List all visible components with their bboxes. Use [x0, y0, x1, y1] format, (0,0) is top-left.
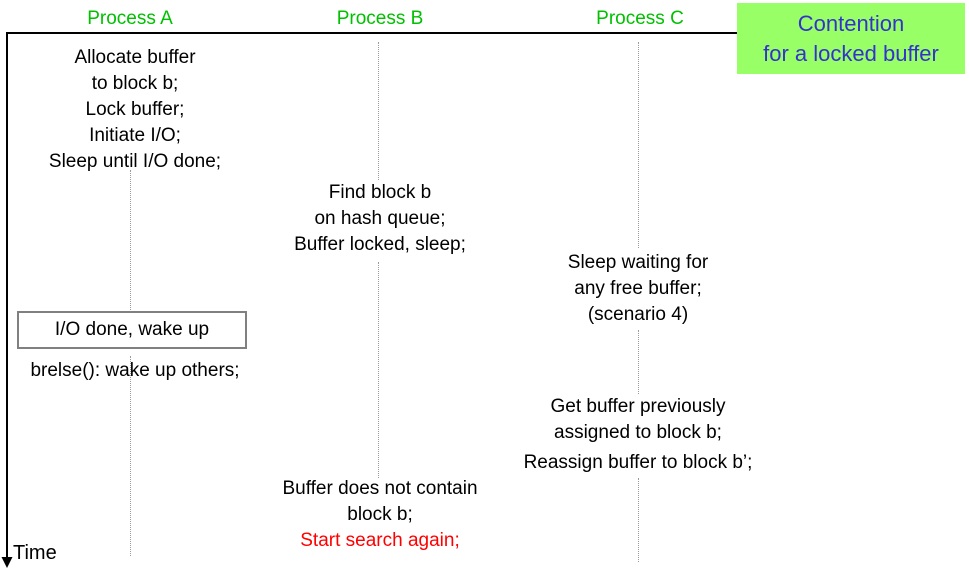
- time-axis-label: Time: [13, 542, 57, 564]
- block-process-c-reassign: Reassign buffer to block b’;: [513, 450, 763, 476]
- lifeline-process-b-segment-2: [378, 262, 379, 478]
- text-line: Lock buffer;: [85, 99, 185, 120]
- diagram-top-border: [6, 32, 737, 34]
- lifeline-process-c-segment-3: [638, 478, 639, 562]
- text-line: Get buffer previously: [550, 396, 726, 417]
- lifeline-process-c-segment-2: [638, 330, 639, 394]
- block-process-a-brelse: brelse(): wake up others;: [10, 358, 260, 384]
- time-axis-line: [6, 32, 8, 560]
- block-process-b-recheck: Buffer does not contain block b; Start s…: [255, 476, 505, 554]
- down-arrow-icon: [1, 557, 13, 568]
- block-process-a-allocate: Allocate buffer to block b; Lock buffer;…: [10, 45, 260, 175]
- text-line: Find block b: [328, 182, 432, 203]
- text-line: (scenario 4): [587, 304, 689, 325]
- lifeline-process-c-segment-1: [638, 42, 639, 248]
- column-header-process-a: Process A: [87, 8, 173, 29]
- block-process-c-sleep: Sleep waiting for any free buffer; (scen…: [513, 250, 763, 328]
- text-line: block b;: [347, 504, 413, 525]
- text-line: Buffer locked, sleep;: [294, 234, 466, 255]
- title-callout: Contention for a locked buffer: [737, 3, 965, 74]
- lifeline-process-a-segment-1: [130, 170, 131, 310]
- boxed-message-io-done: I/O done, wake up: [17, 311, 247, 349]
- text-line: to block b;: [91, 73, 179, 94]
- block-process-c-get-buffer: Get buffer previously assigned to block …: [513, 394, 763, 446]
- text-line: Allocate buffer: [74, 47, 196, 68]
- text-line-highlighted: Start search again;: [300, 530, 460, 551]
- text-line: Sleep until I/O done;: [48, 151, 222, 172]
- text-line: Buffer does not contain: [282, 478, 478, 499]
- text-line: Sleep waiting for: [567, 252, 709, 273]
- boxed-message-label: I/O done, wake up: [54, 319, 210, 340]
- lifeline-process-b-segment-1: [378, 42, 379, 180]
- lifeline-process-a-segment-2: [130, 356, 131, 556]
- title-callout-line-2: for a locked buffer: [763, 40, 939, 66]
- text-line: Reassign buffer to block b’;: [523, 452, 753, 473]
- text-line: Initiate I/O;: [89, 125, 181, 146]
- text-line: assigned to block b;: [554, 422, 722, 443]
- text-line: brelse(): wake up others;: [30, 360, 240, 381]
- text-line: any free buffer;: [574, 278, 702, 299]
- column-header-process-b: Process B: [336, 8, 424, 29]
- title-callout-line-1: Contention: [797, 10, 905, 36]
- block-process-b-find: Find block b on hash queue; Buffer locke…: [255, 180, 505, 258]
- text-line: on hash queue;: [314, 208, 446, 229]
- column-header-process-c: Process C: [596, 8, 684, 29]
